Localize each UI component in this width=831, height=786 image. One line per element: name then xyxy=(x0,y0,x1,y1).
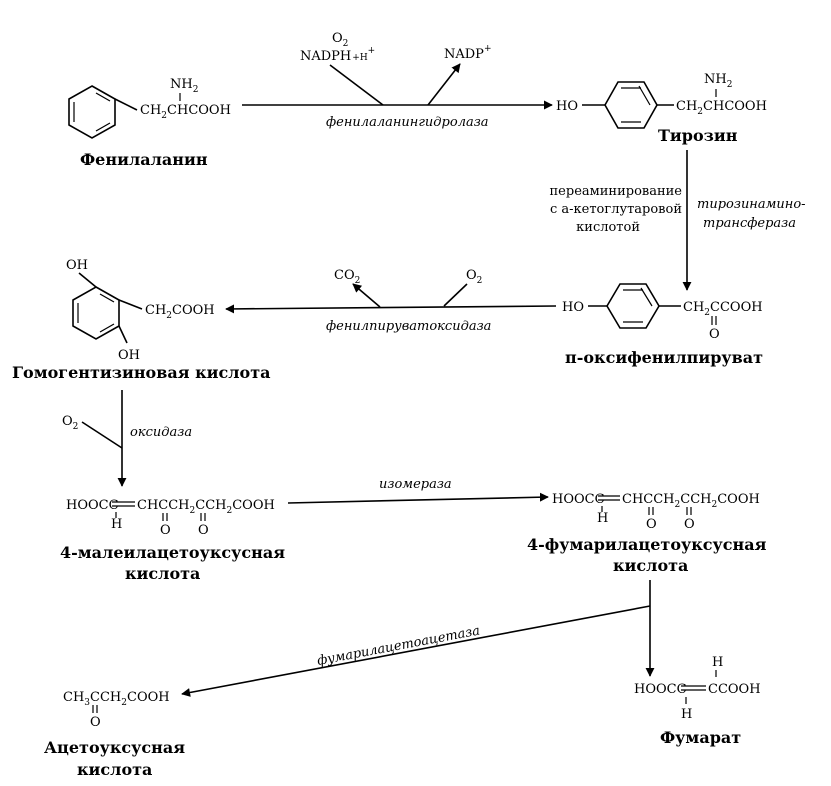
fumarate-structure: H HOOCC CCOOH H Фумарат xyxy=(634,655,761,747)
o2-reagent-3: O2 xyxy=(62,414,78,432)
mal-chain: CHCCH2CCH2COOH xyxy=(137,498,275,516)
tyr-ho: HO xyxy=(556,99,578,114)
fumarate-label: Фумарат xyxy=(660,728,741,747)
maleylacetoacetate-structure: HOOCC CHCCH2CCH2COOH H O O 4-малеилацето… xyxy=(60,498,285,583)
hga-oh-top: OH xyxy=(66,258,88,273)
arrow-hga-to-maleyl: O2 оксидаза xyxy=(62,390,192,487)
benzene-ring xyxy=(604,81,658,129)
mal-o1: O xyxy=(160,523,171,538)
arrow-tyr-to-hpp: переаминирование с а-кетоглутаровой кисл… xyxy=(550,150,806,291)
fum-h: H xyxy=(597,511,608,526)
arrow-fumaryl-split: фумарилацетоацетаза xyxy=(181,580,655,697)
fumaryl-label-2: кислота xyxy=(613,556,688,575)
mal-f1: HOOCC xyxy=(66,498,119,513)
phe-nh2: NH2 xyxy=(170,77,198,95)
arrow-hpp-to-hga: CO2 O2 фенилпируватоксидаза xyxy=(225,268,557,334)
o2-reagent-2: O2 xyxy=(466,268,482,286)
enzyme-isomerase: изомераза xyxy=(379,477,452,492)
acetoacetate-label-1: Ацетоуксусная xyxy=(44,738,185,757)
homogentisate-label: Гомогентизиновая кислота xyxy=(12,363,271,382)
aca-chain: CH3CCH2COOH xyxy=(63,690,170,708)
enzyme-tyr-aminotransferase-1: тирозинамино- xyxy=(697,197,806,212)
benzene-ring xyxy=(72,286,120,340)
fum-f1: HOOCC xyxy=(552,492,605,507)
maleyl-label-1: 4-малеилацетоуксусная xyxy=(60,543,285,562)
arrow-phe-to-tyr: O2 NADPH+H+ NADP+ фенилаланингидролаза xyxy=(242,31,553,130)
aca-oxo: O xyxy=(90,715,101,730)
note-line-3: кислотой xyxy=(576,220,640,235)
hga-oh-bottom: OH xyxy=(118,348,140,363)
phenylalanine-label: Фенилаланин xyxy=(80,150,208,169)
acetoacetate-structure: CH3CCH2COOH O Ацетоуксусная кислота xyxy=(44,690,185,779)
fum-o1: O xyxy=(646,517,657,532)
enzyme-fumarylacetoacetase: фумарилацетоацетаза xyxy=(316,623,481,668)
fumarate-h-top: H xyxy=(712,655,723,670)
mal-h: H xyxy=(111,517,122,532)
hpp-chain: CH2CCOOH xyxy=(683,300,763,318)
enzyme-tyr-aminotransferase-2: трансфераза xyxy=(703,216,796,231)
tyrosine-label: Тирозин xyxy=(658,126,738,145)
tyr-chain: CH2CHCOOH xyxy=(676,99,767,117)
hydroxyphenylpyruvate-structure: HO CH2CCOOH O п-оксифенилпируват xyxy=(562,283,763,367)
hpp-oxo: O xyxy=(709,327,720,342)
benzene-ring xyxy=(606,283,660,329)
fumarate-h-bottom: H xyxy=(681,707,692,722)
benzene-ring xyxy=(68,85,116,139)
nadp-product: NADP+ xyxy=(444,44,491,62)
homogentisate-structure: OH OH CH2COOH Гомогентизиновая кислота xyxy=(12,258,271,382)
phe-chain: CH2CHCOOH xyxy=(140,103,231,121)
tyrosine-structure: HO CH2CHCOOH NH2 Тирозин xyxy=(556,72,767,145)
o2-reagent: O2 xyxy=(332,31,348,49)
hga-chain: CH2COOH xyxy=(145,303,215,321)
mal-o2: O xyxy=(198,523,209,538)
fum-chain: CHCCH2CCH2COOH xyxy=(622,492,760,510)
fumaryl-label-1: 4-фумарилацетоуксусная xyxy=(527,535,767,554)
enzyme-phenylpyruvate-oxidase: фенилпируватоксидаза xyxy=(326,319,491,334)
fumarate-f1: HOOCC xyxy=(634,682,687,697)
hpp-ho: HO xyxy=(562,300,584,315)
hpp-label: п-оксифенилпируват xyxy=(565,348,763,367)
enzyme-oxidase: оксидаза xyxy=(130,425,192,440)
fumarylacetoacetate-structure: HOOCC CHCCH2CCH2COOH H O O 4-фумарилацет… xyxy=(527,492,767,575)
note-line-2: с а-кетоглутаровой xyxy=(550,202,682,217)
nadph-reagent: NADPH+H+ xyxy=(300,46,375,64)
co2-product: CO2 xyxy=(334,268,360,286)
fum-o2: O xyxy=(684,517,695,532)
acetoacetate-label-2: кислота xyxy=(77,760,152,779)
maleyl-label-2: кислота xyxy=(125,564,200,583)
enzyme-phenylalanine-hydroxylase: фенилаланингидролаза xyxy=(326,115,489,130)
note-line-1: переаминирование xyxy=(550,184,683,199)
fumarate-f2: CCOOH xyxy=(708,682,761,697)
tyr-nh2: NH2 xyxy=(704,72,732,90)
phenylalanine-structure: CH2CHCOOH NH2 Фенилаланин xyxy=(68,77,231,169)
arrow-maleyl-to-fumaryl: изомераза xyxy=(287,477,549,504)
